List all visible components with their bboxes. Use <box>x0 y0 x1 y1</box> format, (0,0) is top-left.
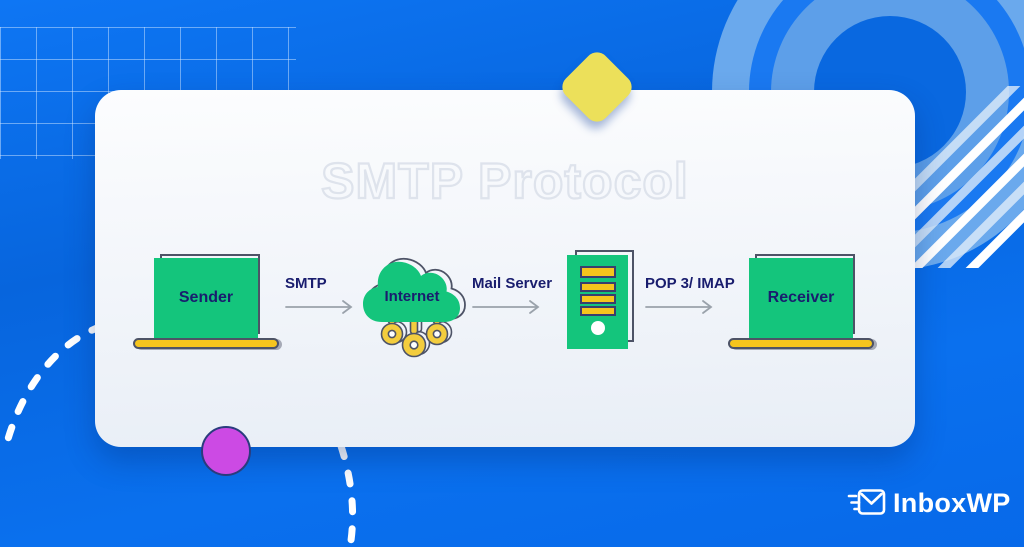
envelope-icon <box>847 489 886 515</box>
smtp-edge-label: SMTP <box>285 275 327 292</box>
drive-bay-icon <box>580 306 616 316</box>
sender-node: Sender <box>133 250 283 350</box>
internet-node: Internet <box>358 246 466 364</box>
cloud-icon <box>363 257 466 322</box>
laptop-icon: Receiver <box>749 258 853 338</box>
pop-imap-edge-label: POP 3/ IMAP <box>645 275 735 292</box>
cloud-with-keys-icon <box>363 257 466 358</box>
inboxwp-logo: InboxWP <box>846 486 1011 520</box>
receiver-label: Receiver <box>767 289 835 306</box>
diagram-title: SMTP Protocol <box>320 152 689 210</box>
mail-server-connector: Mail Server <box>472 275 572 315</box>
circle-decoration <box>201 426 251 476</box>
drive-bay-icon <box>580 282 616 292</box>
dashed-curve-decoration <box>2 322 357 547</box>
receiver-node: Receiver <box>728 250 878 350</box>
logo-text: InboxWP <box>893 487 1011 518</box>
smtp-connector: SMTP <box>285 275 365 315</box>
laptop-base-icon <box>728 338 874 349</box>
drive-bay-icon <box>580 266 616 278</box>
pop-imap-connector: POP 3/ IMAP <box>645 275 755 315</box>
arrow-right-icon <box>645 300 713 314</box>
diagram-card: SMTP Protocol Sender SMTP <box>95 90 915 447</box>
drive-bay-icon <box>580 294 616 304</box>
arrow-right-icon <box>472 300 540 314</box>
mail-server-node <box>565 250 637 354</box>
laptop-icon: Sender <box>154 258 258 338</box>
mail-server-edge-label: Mail Server <box>472 275 553 292</box>
server-tower-icon <box>567 255 628 349</box>
arrow-right-icon <box>285 300 353 314</box>
sender-label: Sender <box>178 289 234 306</box>
power-light-icon <box>591 321 605 335</box>
internet-label: Internet <box>384 288 440 305</box>
laptop-base-icon <box>133 338 279 349</box>
